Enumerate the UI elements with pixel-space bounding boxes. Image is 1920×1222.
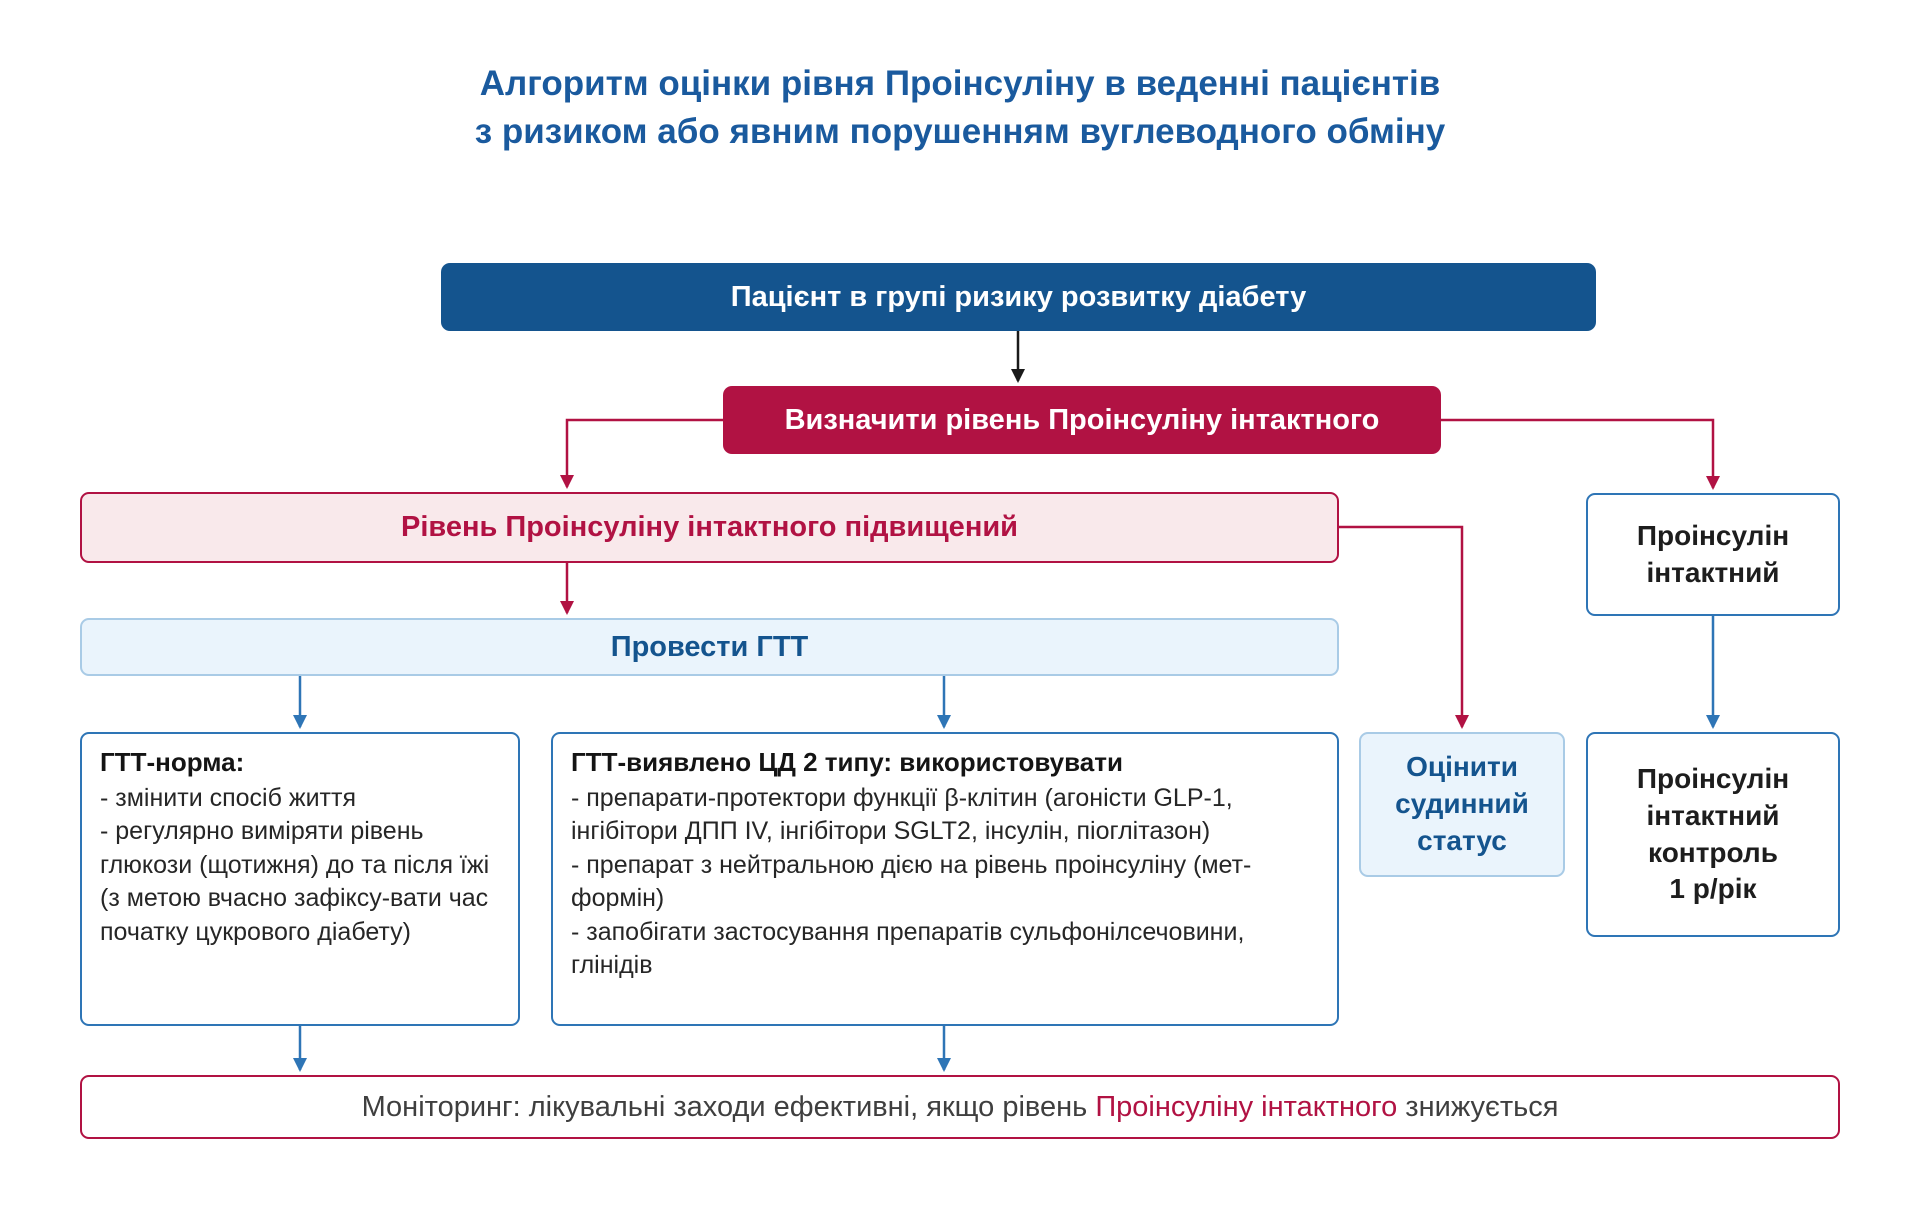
node-measure-proinsulin-label: Визначити рівень Проінсуліну інтактного (784, 403, 1380, 436)
node-proinsulin-elevated: Рівень Проінсуліну інтактного підвищений (80, 492, 1339, 563)
page-title: Алгоритм оцінки рівня Проінсуліну в веде… (20, 60, 1900, 157)
node-vascular-status: Оцінити судинний статус (1359, 732, 1565, 877)
node-perform-gtt: Провести ГТТ (80, 618, 1339, 676)
node-proinsulin-intact-label: Проінсулін інтактний (1636, 519, 1790, 588)
node-proinsulin-control-label: Проінсулін інтактний контроль 1 р/рік (1636, 762, 1790, 905)
monitoring-prefix: Моніторинг: лікувальні заходи ефективні,… (361, 1090, 1096, 1123)
arrow-measure-to-elevated (560, 418, 723, 489)
node-gtt-dm2-item: - препарат з нейтральною дією на рівень … (571, 850, 1252, 913)
node-gtt-norm: ГТТ-норма: - змінити спосіб життя - регу… (80, 732, 520, 1026)
node-risk-patient: Пацієнт в групі ризику розвитку діабету (441, 263, 1596, 331)
node-proinsulin-elevated-label: Рівень Проінсуліну інтактного підвищений (400, 511, 1018, 543)
node-proinsulin-intact: Проінсулін інтактний (1586, 493, 1840, 616)
monitoring-text: Моніторинг: лікувальні заходи ефективні,… (362, 1091, 1559, 1124)
node-vascular-status-label: Оцінити судинний статус (1395, 751, 1529, 856)
node-gtt-dm2-header: ГТТ-виявлено ЦД 2 типу: використовувати (571, 747, 1123, 777)
node-gtt-dm2-item: - запобігати застосування препаратів сул… (571, 917, 1245, 980)
monitoring-highlight: Проінсуліну інтактного (1095, 1090, 1398, 1123)
arrow-measure-to-intact (1441, 418, 1720, 490)
node-gtt-dm2: ГТТ-виявлено ЦД 2 типу: використовувати … (551, 732, 1339, 1026)
node-perform-gtt-label: Провести ГТТ (610, 630, 809, 663)
arrow-elevated-to-vascular (1339, 525, 1469, 729)
node-gtt-norm-header: ГТТ-норма: (100, 747, 245, 777)
node-proinsulin-control: Проінсулін інтактний контроль 1 р/рік (1586, 732, 1840, 937)
node-gtt-dm2-item: - препарати-протектори функції β-клітин … (571, 783, 1233, 846)
node-risk-patient-label: Пацієнт в групі ризику розвитку діабету (730, 280, 1307, 313)
node-measure-proinsulin: Визначити рівень Проінсуліну інтактного (723, 386, 1441, 454)
monitoring-suffix: знижується (1397, 1090, 1559, 1123)
node-gtt-norm-item: - регулярно виміряти рівень глюкози (щот… (100, 817, 490, 946)
node-gtt-norm-item: - змінити спосіб життя (100, 783, 356, 812)
page-title-line1: Алгоритм оцінки рівня Проінсуліну в веде… (479, 64, 1441, 103)
page-title-line2: з ризиком або явним порушенням вуглеводн… (474, 112, 1446, 152)
node-monitoring: Моніторинг: лікувальні заходи ефективні,… (80, 1075, 1840, 1139)
